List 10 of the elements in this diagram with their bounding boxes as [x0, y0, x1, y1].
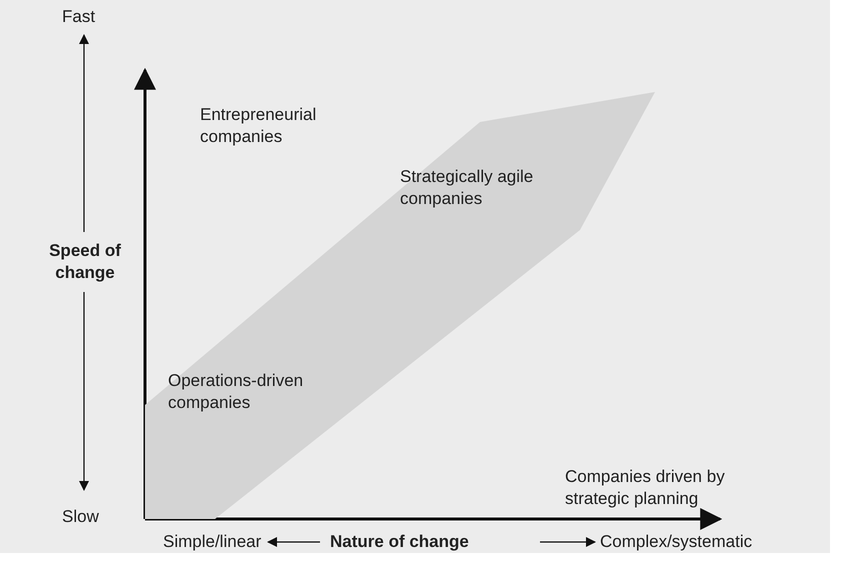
axis-label: Fast [62, 6, 96, 28]
axis-label: Simple/linear [163, 531, 262, 553]
region-label: Operations-driven companies [168, 370, 304, 414]
axis-label: Complex/systematic [600, 531, 754, 553]
region-label: Companies driven by strategic planning [565, 466, 726, 510]
region-label: Entrepreneurial companies [200, 104, 318, 148]
axis-label: Slow [62, 506, 100, 528]
axis-title: Speed of change [48, 240, 122, 284]
axis-title: Nature of change [330, 531, 470, 553]
region-label: Strategically agile companies [400, 166, 534, 210]
